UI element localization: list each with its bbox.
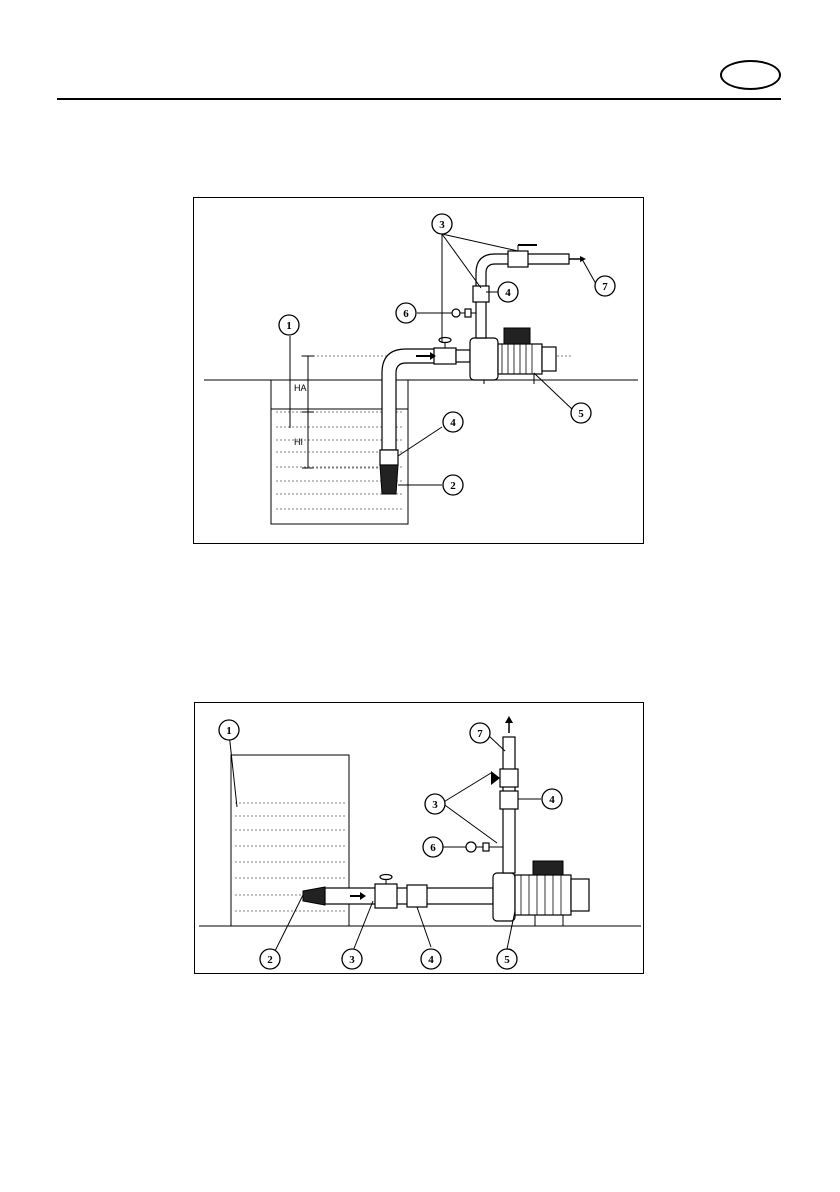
language-badge-oval (720, 60, 781, 90)
callout-3-upper: 3 (425, 794, 445, 814)
discharge-gate-valve (508, 251, 528, 267)
discharge-union (500, 791, 518, 809)
callout-2: 2 (260, 949, 280, 969)
ha-label: HA (294, 383, 307, 393)
svg-text:4: 4 (450, 417, 456, 429)
svg-text:4: 4 (549, 794, 555, 806)
suction-pipe (382, 349, 442, 450)
callout-1: 1 (219, 720, 239, 740)
svg-text:7: 7 (602, 281, 608, 293)
svg-text:5: 5 (504, 954, 510, 966)
callout-2: 2 (443, 475, 463, 495)
flooded-suction-drawing: 1 2 3 4 5 6 7 3 4 (195, 703, 645, 975)
callout-4-lower: 4 (443, 412, 463, 432)
callout-4-upper: 4 (498, 282, 518, 302)
suction-gate-valve (434, 348, 456, 364)
suction-union (407, 885, 427, 907)
callout-6: 6 (423, 837, 443, 857)
svg-text:6: 6 (430, 842, 436, 854)
svg-text:3: 3 (349, 954, 355, 966)
pressure-gauge (452, 309, 460, 317)
pressure-gauge (466, 842, 476, 852)
svg-text:3: 3 (439, 219, 445, 231)
suction-gate-valve (375, 884, 397, 908)
callout-7: 7 (470, 723, 490, 743)
svg-text:1: 1 (286, 320, 292, 332)
callout-5: 5 (497, 949, 517, 969)
callout-3: 3 (432, 214, 452, 234)
suction-lift-drawing: HA HI (194, 198, 645, 545)
callout-3-lower: 3 (342, 949, 362, 969)
callout-4-lower: 4 (421, 949, 441, 969)
svg-text:5: 5 (578, 408, 584, 420)
svg-text:7: 7 (477, 728, 483, 740)
svg-text:1: 1 (226, 725, 232, 737)
callout-7: 7 (595, 276, 615, 296)
header-rule (57, 98, 781, 100)
discharge-gate-valve (500, 769, 518, 787)
svg-text:3: 3 (432, 799, 438, 811)
svg-text:6: 6 (403, 308, 409, 320)
foot-valve-union (380, 450, 398, 465)
diagram-suction-lift: HA HI (193, 197, 644, 544)
callout-4-upper: 4 (542, 789, 562, 809)
discharge-union (473, 286, 489, 302)
svg-text:4: 4 (505, 287, 511, 299)
callout-5: 5 (571, 403, 591, 423)
foot-valve-strainer (380, 465, 398, 494)
hi-label: HI (294, 437, 303, 447)
svg-text:4: 4 (428, 954, 434, 966)
svg-text:2: 2 (450, 480, 456, 492)
svg-text:2: 2 (267, 954, 273, 966)
callout-1: 1 (279, 315, 299, 335)
diagram-flooded-suction: 1 2 3 4 5 6 7 3 4 (194, 702, 644, 974)
callout-6: 6 (396, 303, 416, 323)
